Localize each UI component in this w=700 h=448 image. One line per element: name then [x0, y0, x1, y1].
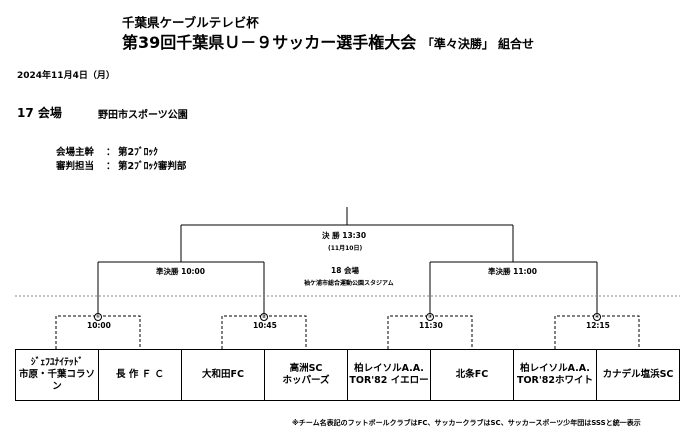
team-box-6: 北条FC: [430, 349, 514, 401]
tournament-title: 第39回千葉県Ｕ－９サッカー選手権大会 「準々決勝」 組合せ: [122, 29, 534, 53]
match-time-3: 11:30: [419, 321, 443, 330]
match-number-4: ④: [593, 313, 601, 321]
venue-number: 17 会場: [17, 106, 62, 120]
referee-colon: ：: [106, 161, 116, 172]
final-label: 決 勝 13:30: [322, 231, 367, 240]
host-value: 第2ﾌﾞﾛｯｸ: [118, 147, 158, 158]
match-date: 2024年11月4日（月）: [17, 71, 115, 81]
semi-left-label: 準決勝 10:00: [156, 267, 205, 276]
footnote: ※チーム名表記のフットボールクラブはFC、サッカークラブはSC、サッカースポーツ…: [292, 419, 641, 427]
semi-right-label: 準決勝 11:00: [488, 267, 537, 276]
match-number-2: ②: [260, 313, 268, 321]
match-time-1: 10:00: [87, 321, 111, 330]
final-venue-number: 18 会場: [331, 266, 360, 275]
team-box-2: 長 作 Ｆ Ｃ: [98, 349, 182, 401]
tournament-sponsor-title: 千葉県ケーブルテレビ杯: [122, 15, 259, 30]
team-box-7: 柏レイソルA.A. TOR'82ホワイト: [513, 349, 597, 401]
referee-value: 第2ﾌﾞﾛｯｸ審判部: [118, 161, 187, 172]
team-box-8: カナデル塩浜SC: [596, 349, 680, 401]
team-box-5: 柏レイソルA.A. TOR'82 イエロー: [347, 349, 431, 401]
match-time-4: 12:15: [586, 321, 610, 330]
host-label: 会場主幹: [56, 147, 95, 158]
match-number-1: ①: [94, 313, 102, 321]
tournament-title-round: 「準々決勝」 組合せ: [421, 37, 535, 51]
team-box-4: 高洲SC ホッパーズ: [264, 349, 348, 401]
venue-name: 野田市スポーツ公園: [98, 110, 188, 121]
final-date: (11月10日): [328, 245, 363, 252]
team-box-3: 大和田FC: [181, 349, 265, 401]
referee-label: 審判担当: [56, 161, 95, 172]
match-time-2: 10:45: [253, 321, 277, 330]
host-colon: ：: [106, 147, 116, 158]
final-venue-name: 袖ケ浦市総合運動公園スタジアム: [304, 280, 394, 287]
tournament-title-main: 第39回千葉県Ｕ－９サッカー選手権大会: [122, 33, 417, 52]
team-box-1: ｼﾞｪﾌﾕﾅｲﾃｯﾄﾞ 市原・千葉コラソン: [15, 349, 99, 401]
match-number-3: ③: [426, 313, 434, 321]
